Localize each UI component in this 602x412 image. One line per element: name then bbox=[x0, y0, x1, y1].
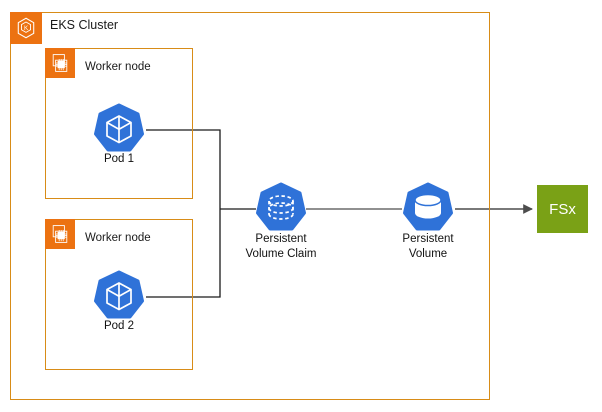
fsx-label: FSx bbox=[549, 200, 576, 218]
fsx-sublabel: z bbox=[595, 231, 599, 240]
persistent-volume-claim-icon bbox=[254, 182, 308, 236]
pvc-label-line-1: Persistent bbox=[255, 233, 307, 245]
pod-1-label: Pod 1 bbox=[103, 153, 135, 165]
eks-cluster-label: EKS Cluster bbox=[50, 18, 119, 32]
pvc-label-line-2: Volume Claim bbox=[245, 247, 317, 260]
worker-node-2-icon bbox=[45, 219, 75, 249]
pv-label-line-2: Volume bbox=[408, 247, 448, 260]
pod-2-label: Pod 2 bbox=[103, 320, 135, 332]
worker-node-1-box bbox=[45, 48, 193, 199]
svg-text:K: K bbox=[24, 25, 29, 32]
worker-node-2-box bbox=[45, 219, 193, 370]
worker-node-1-icon bbox=[45, 48, 75, 78]
pod-2-icon bbox=[92, 270, 146, 324]
eks-cluster-icon: K bbox=[10, 12, 42, 44]
persistent-volume-icon bbox=[401, 182, 455, 236]
persistent-volume-label: Persistent Volume bbox=[378, 232, 478, 261]
pod-1-icon bbox=[92, 103, 146, 157]
amazon-fsx-icon: FSx z bbox=[537, 185, 599, 240]
worker-node-2-label: Worker node bbox=[85, 232, 151, 244]
eks-cluster-boundary bbox=[10, 12, 490, 400]
persistent-volume-claim-label: Persistent Volume Claim bbox=[231, 232, 331, 261]
worker-node-1-label: Worker node bbox=[85, 61, 151, 73]
pv-label-line-1: Persistent bbox=[402, 233, 454, 245]
